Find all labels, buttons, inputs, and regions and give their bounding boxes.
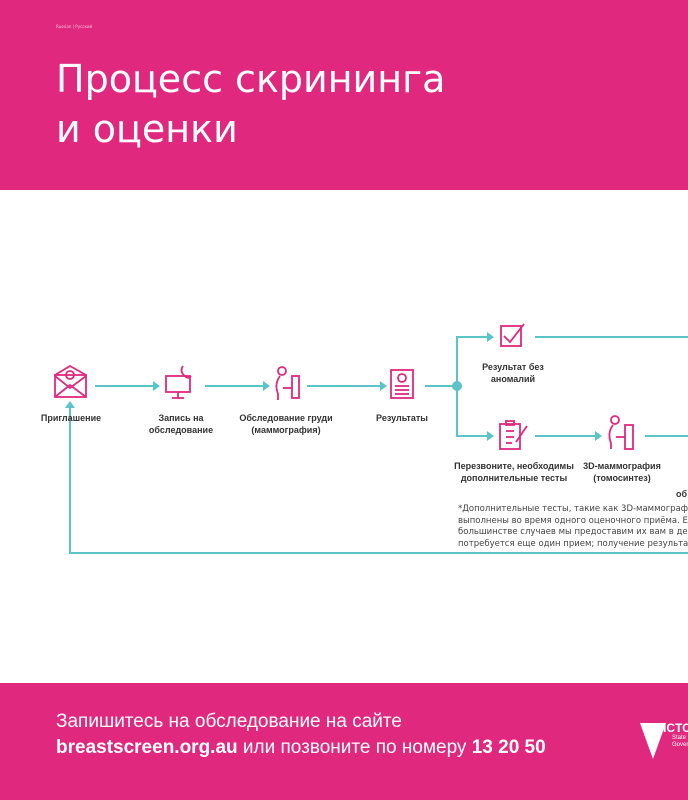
footnote-line: выполнены во время одного оценочного при… [458,515,688,526]
step-booking: Запись на обследование [148,413,214,435]
footnote-line: большинстве случаев мы предоставим их ва… [458,527,688,537]
arrow-icon [487,431,494,441]
checkbox-check-icon [500,323,525,347]
feedback-connector [69,408,688,554]
step-normal-result: Результат без аномалий [482,362,544,384]
website-link[interactable]: breastscreen.org.au [56,737,238,758]
title-line-2: и оценки [56,107,238,151]
step-mammogram: Обследование груди (маммография) [239,413,333,435]
arrow-icon [263,381,270,391]
arrow-icon [487,332,494,342]
branch-dot [452,381,462,391]
language-label: Russian | Русский [56,24,93,29]
title-line-1: Процесс скрининга [56,57,446,101]
step-results: Результаты [376,413,428,423]
footnote: *Дополнительные тесты, такие как 3D-мамм… [458,504,688,550]
footer-contact: breastscreen.org.au или позвоните по ном… [56,737,546,759]
footer-banner: Запишитесь на обследование на сайте brea… [0,683,688,800]
step-tomosynthesis: 3D-маммография (томосинтез) [583,461,661,483]
footer-text: или позвоните по номеру [237,737,472,758]
mammography-woman-icon [275,366,300,400]
page-title: Процесс скрининга и оценки [56,54,616,154]
arrow-icon [595,431,602,441]
footer-cta: Запишитесь на обследование на сайте [56,711,402,732]
header-banner: Russian | Русский Процесс скрининга и оце… [0,0,688,190]
clipboard-pencil-icon [499,420,528,450]
arrow-icon [153,381,160,391]
computer-phone-icon [165,365,192,399]
victoria-logo-icon [640,723,666,759]
footnote-line: *Дополнительные тесты, такие как 3D-мамм… [458,504,688,514]
arrow-icon [380,381,387,391]
phone-number: 13 20 50 [471,737,546,758]
victoria-logo-text: VICTO [655,721,688,735]
step-recall: Перезвоните, необходимы дополнительные т… [454,461,574,483]
arrow-icon [65,401,75,408]
step-invitation: Приглашение [40,413,102,423]
footnote-line: потребуется еще один прием; получение ре… [458,538,688,549]
results-document-icon [390,369,414,399]
step-cut-label: об [676,489,688,499]
arrowheads [65,332,602,441]
3d-mammography-icon [608,415,634,450]
envelope-icon [54,364,87,398]
process-flow-diagram [54,323,688,554]
